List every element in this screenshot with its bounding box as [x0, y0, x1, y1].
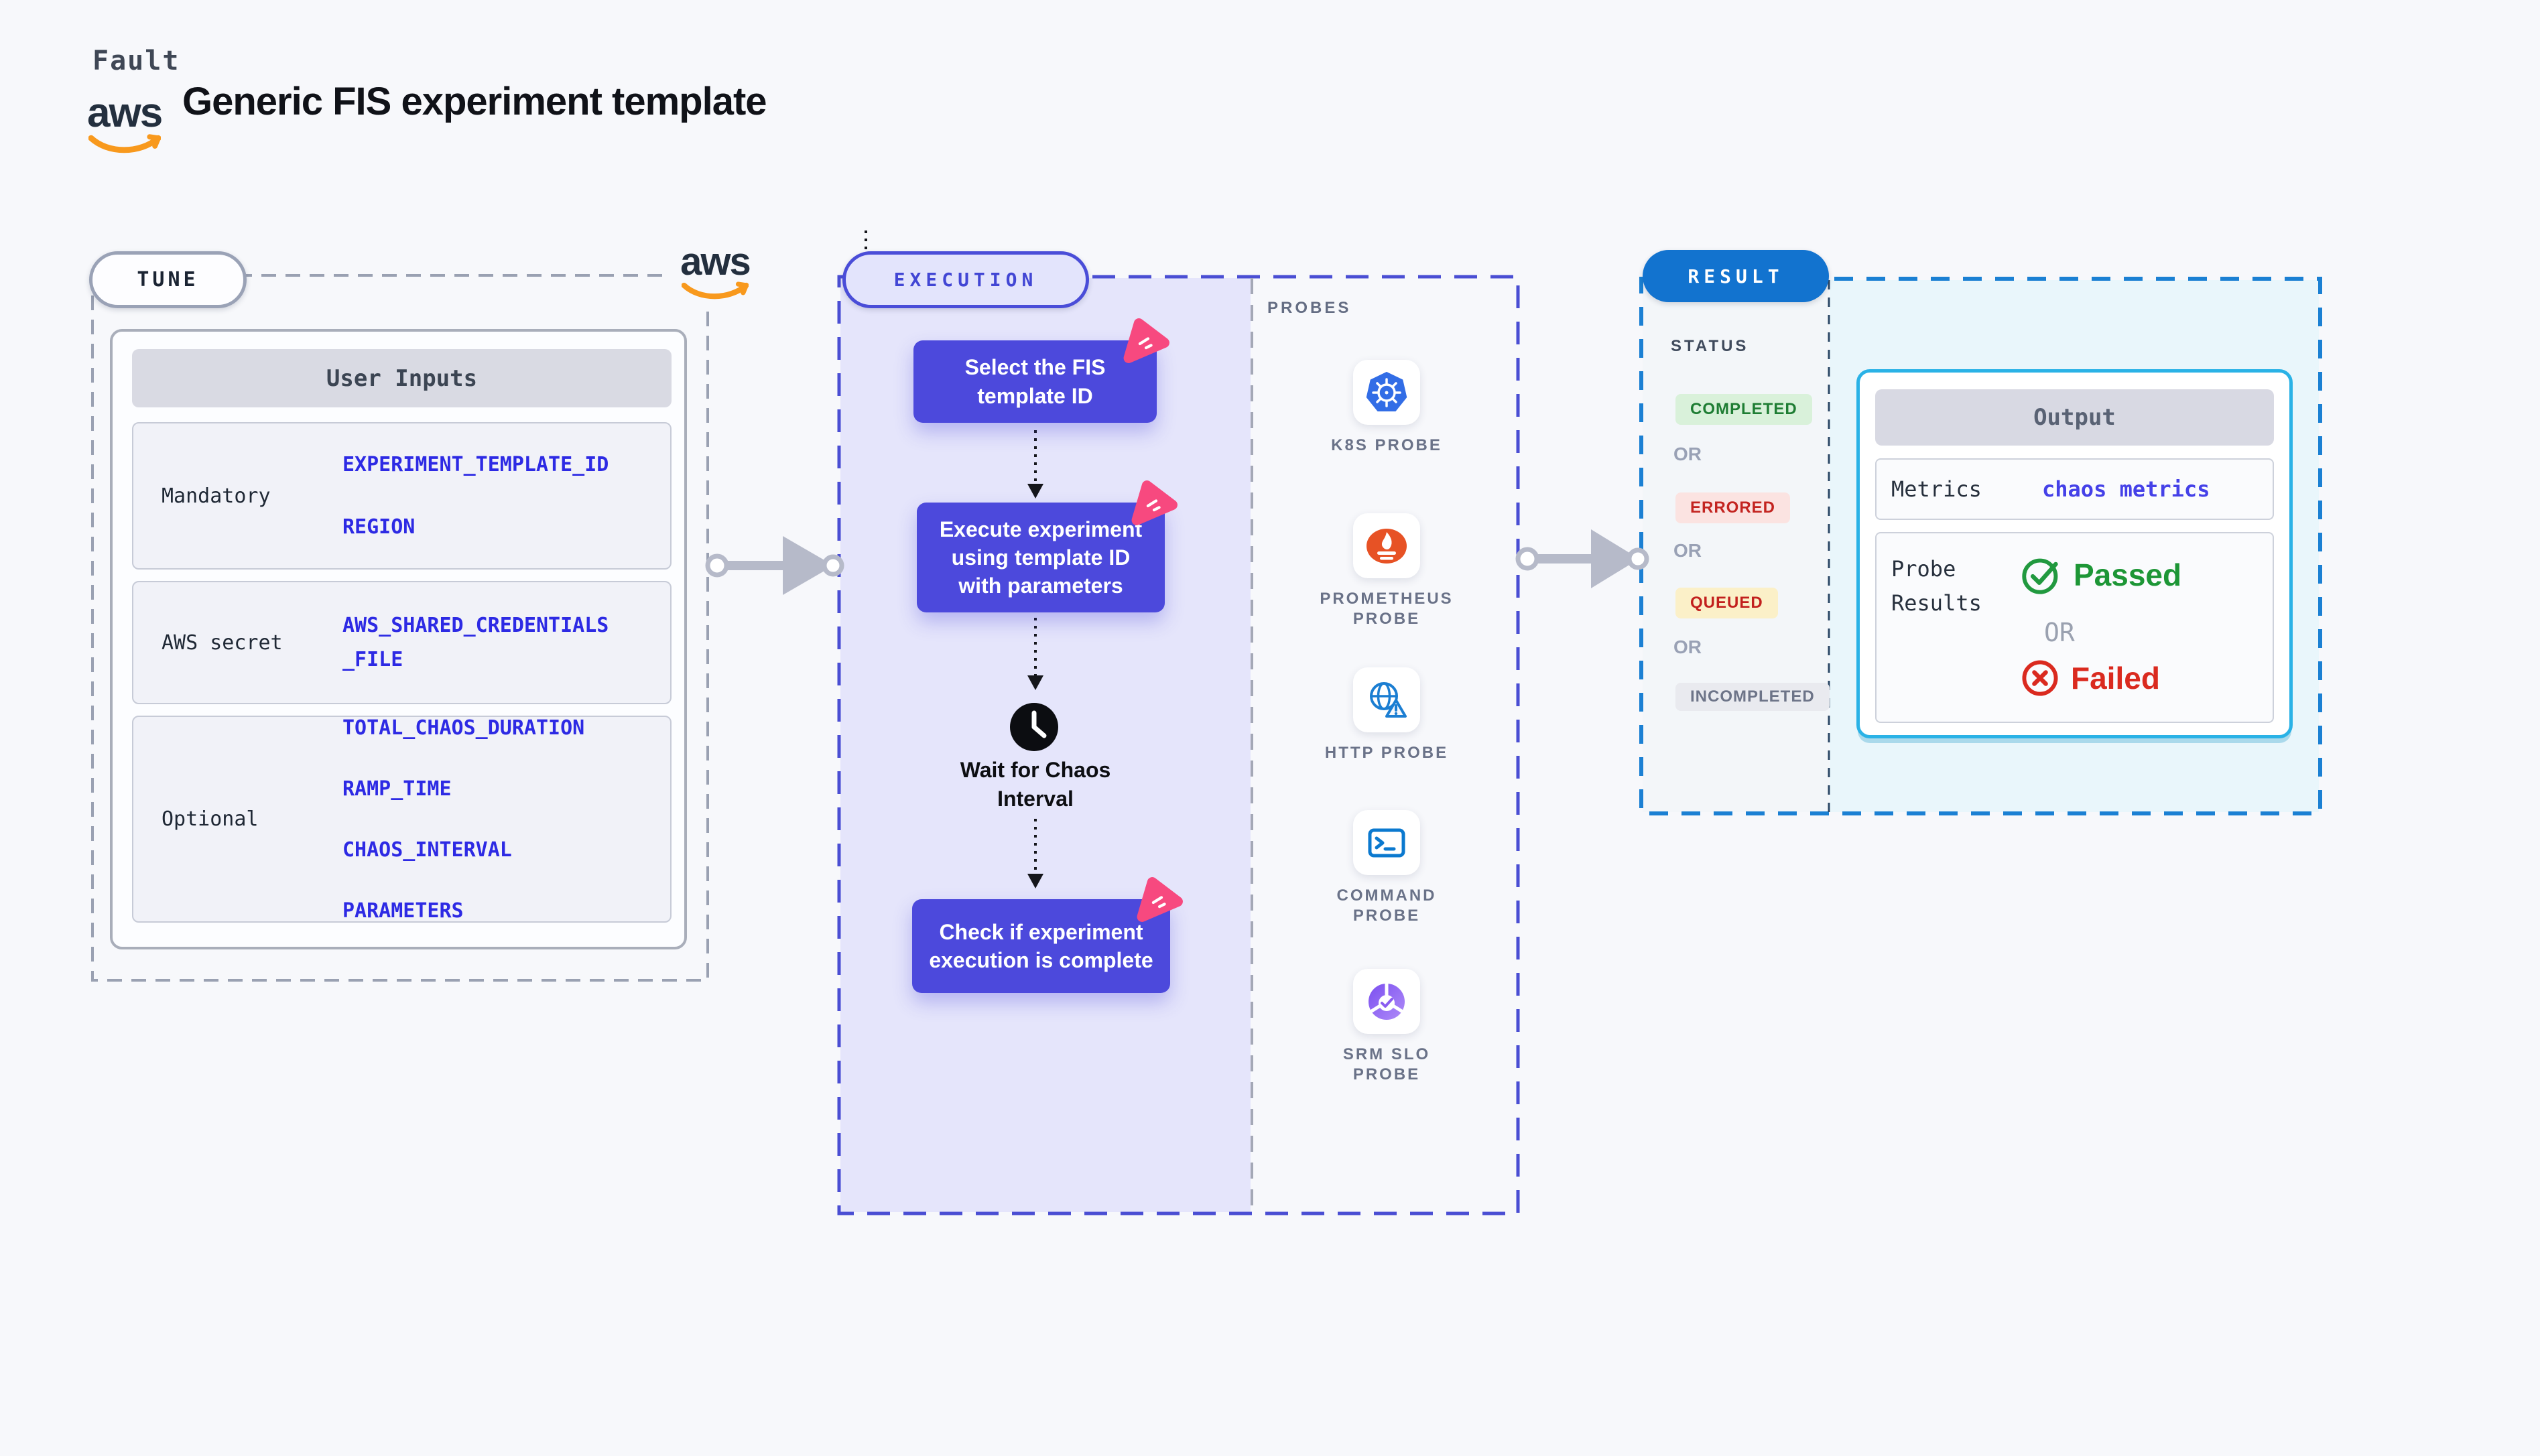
slo-pie-icon	[1369, 982, 1405, 1020]
probe-label: SRM SLO PROBE	[1342, 1045, 1431, 1083]
probe-label: COMMAND PROBE	[1336, 886, 1437, 925]
execution-label: EXECUTION	[893, 269, 1038, 291]
metrics-value: chaos metrics	[2042, 476, 2210, 502]
output-card: Output Metrics chaos metrics Probe Resul…	[1856, 369, 2293, 738]
step-text: Select the FIS template ID	[964, 355, 1106, 408]
x-circle-icon	[2022, 660, 2058, 696]
step-select-template: Select the FIS template ID	[913, 318, 1169, 423]
passed-result: Passed	[2020, 555, 2181, 595]
tune-label: TUNE	[137, 268, 199, 291]
chaos-badge-icon	[1137, 877, 1183, 922]
probes-to-result-arrow	[1515, 529, 1649, 588]
or-separator: OR	[2044, 618, 2075, 647]
output-header: Output	[1875, 389, 2274, 446]
prometheus-icon	[1367, 528, 1407, 564]
status-badge-errored: ERRORED	[1675, 492, 1791, 523]
input-value: RAMP_TIME	[342, 777, 452, 801]
input-value: TOTAL_CHAOS_DURATION	[342, 716, 585, 740]
row-label: Mandatory	[162, 484, 271, 508]
probe-label: PROMETHEUS PROBE	[1320, 590, 1454, 628]
list-item-command-probe: COMMAND PROBE	[1316, 810, 1457, 926]
probe-card	[1353, 513, 1420, 578]
list-item-prometheus-probe: PROMETHEUS PROBE	[1316, 513, 1457, 629]
step-execute-experiment: Execute experiment using template ID wit…	[917, 480, 1178, 612]
aws-wordmark: aws	[680, 240, 751, 283]
aws-logo-tune: aws	[672, 235, 759, 310]
user-inputs-header: User Inputs	[132, 349, 672, 407]
probes-section-label: PROBES	[1267, 299, 1352, 317]
probe-results-label: Probe Results	[1891, 556, 1982, 616]
input-value: CHAOS_INTERVAL	[342, 838, 512, 862]
input-value: AWS_SHARED_CREDENTIALS_FILE	[342, 614, 609, 671]
tune-to-execution-arrow	[705, 536, 844, 595]
probe-card	[1353, 360, 1420, 425]
metrics-row: Metrics chaos metrics	[1875, 458, 2274, 520]
aws-swoosh-icon	[681, 281, 749, 300]
step-wait-label: Wait for Chaos Interval	[960, 758, 1111, 811]
probe-label: HTTP PROBE	[1324, 744, 1449, 762]
table-row-optional: Optional TOTAL_CHAOS_DURATION RAMP_TIME …	[132, 716, 672, 923]
aws-wordmark: aws	[87, 90, 163, 136]
or-separator: OR	[1673, 540, 1702, 561]
kubernetes-icon	[1366, 371, 1407, 411]
row-label: AWS secret	[162, 631, 283, 655]
probe-label: K8S PROBE	[1331, 436, 1442, 454]
table-row-mandatory: Mandatory EXPERIMENT_TEMPLATE_ID REGION	[132, 422, 672, 570]
aws-swoosh-icon	[88, 134, 161, 153]
chaos-badge-icon	[1131, 480, 1178, 525]
step-text: Check if experiment execution is complet…	[929, 919, 1153, 972]
page-title: Generic FIS experiment template	[182, 80, 767, 123]
probe-card	[1353, 810, 1420, 875]
input-value: PARAMETERS	[342, 899, 464, 923]
table-row-aws-secret: AWS secret AWS_SHARED_CREDENTIALS_FILE	[132, 581, 672, 704]
brand-label: Fault	[92, 46, 180, 76]
status-badge-completed: COMPLETED	[1675, 394, 1812, 425]
user-inputs-card: User Inputs Mandatory EXPERIMENT_TEMPLAT…	[110, 329, 687, 949]
probe-card	[1353, 969, 1420, 1034]
result-section-pill: RESULT	[1643, 250, 1829, 302]
status-badge-incompleted: INCOMPLETED	[1675, 683, 1830, 711]
result-label: RESULT	[1688, 265, 1784, 287]
status-heading: STATUS	[1671, 337, 1749, 355]
passed-text: Passed	[2074, 557, 2182, 592]
step-check-complete: Check if experiment execution is complet…	[912, 877, 1183, 993]
status-badge-queued: QUEUED	[1675, 588, 1778, 618]
probe-card	[1353, 667, 1420, 732]
result-status-zone-fill	[1643, 280, 1829, 812]
failed-text: Failed	[2071, 661, 2160, 696]
or-separator: OR	[1673, 444, 1702, 464]
input-value: EXPERIMENT_TEMPLATE_ID	[342, 453, 609, 476]
list-item-srm-slo-probe: SRM SLO PROBE	[1316, 969, 1457, 1085]
terminal-icon	[1368, 828, 1405, 857]
input-value: REGION	[342, 515, 416, 539]
step-text: Execute experiment using template ID wit…	[939, 517, 1143, 598]
aws-logo: aws	[87, 90, 163, 155]
row-label: Optional	[162, 807, 259, 831]
probe-results-row: Probe Results Passed OR Failed	[1875, 532, 2274, 723]
failed-result: Failed	[2020, 658, 2160, 698]
clock-icon	[1010, 703, 1058, 751]
list-item-http-probe: HTTP PROBE	[1316, 667, 1457, 763]
check-circle-icon	[2022, 558, 2058, 594]
globe-warning-icon	[1370, 681, 1407, 718]
or-separator: OR	[1673, 637, 1702, 657]
chaos-badge-icon	[1123, 318, 1169, 363]
metrics-label: Metrics	[1891, 476, 1982, 502]
list-item-k8s-probe: K8S PROBE	[1316, 360, 1457, 456]
tune-section-pill: TUNE	[89, 251, 247, 308]
execution-section-pill: EXECUTION	[842, 251, 1089, 308]
